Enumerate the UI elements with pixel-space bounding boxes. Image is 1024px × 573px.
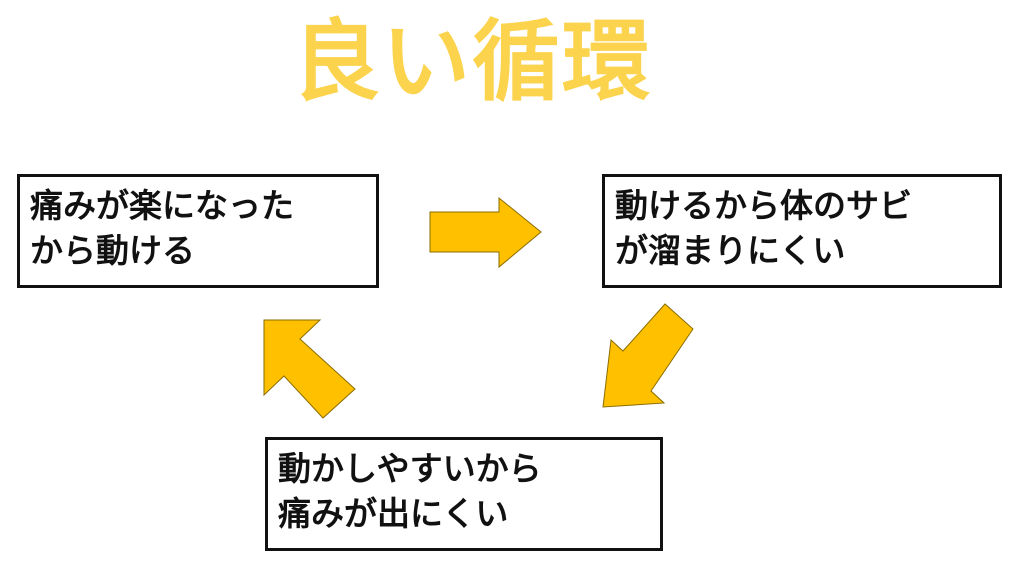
box-pain-relieved-line1: 痛みが楽になった xyxy=(30,186,294,225)
box-can-move-line2: が溜まりにくい xyxy=(615,231,846,270)
box-can-move: 動けるから体のサビ が溜まりにくい xyxy=(602,174,1002,288)
box-less-pain-line1: 動かしやすいから xyxy=(278,449,542,488)
arrow-up-left-icon xyxy=(263,319,356,419)
box-less-pain-line2: 痛みが出にくい xyxy=(278,494,509,533)
box-less-pain: 動かしやすいから 痛みが出にくい xyxy=(265,437,663,551)
arrow-right-icon xyxy=(429,196,542,269)
box-pain-relieved: 痛みが楽になった から動ける xyxy=(17,174,379,288)
box-can-move-line1: 動けるから体のサビ xyxy=(615,186,912,225)
arrow-down-left-icon xyxy=(602,303,694,408)
box-pain-relieved-line2: から動ける xyxy=(30,231,195,270)
diagram-title: 良い循環 xyxy=(291,10,652,113)
